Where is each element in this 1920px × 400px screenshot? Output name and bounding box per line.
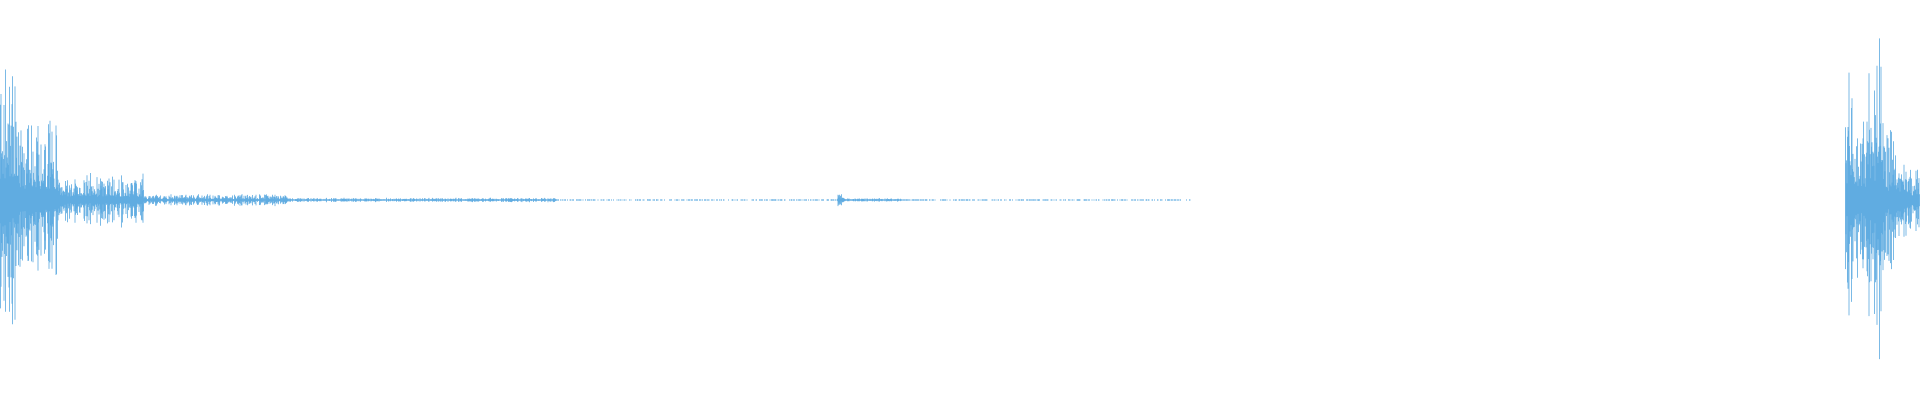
waveform-samples bbox=[0, 38, 1920, 360]
